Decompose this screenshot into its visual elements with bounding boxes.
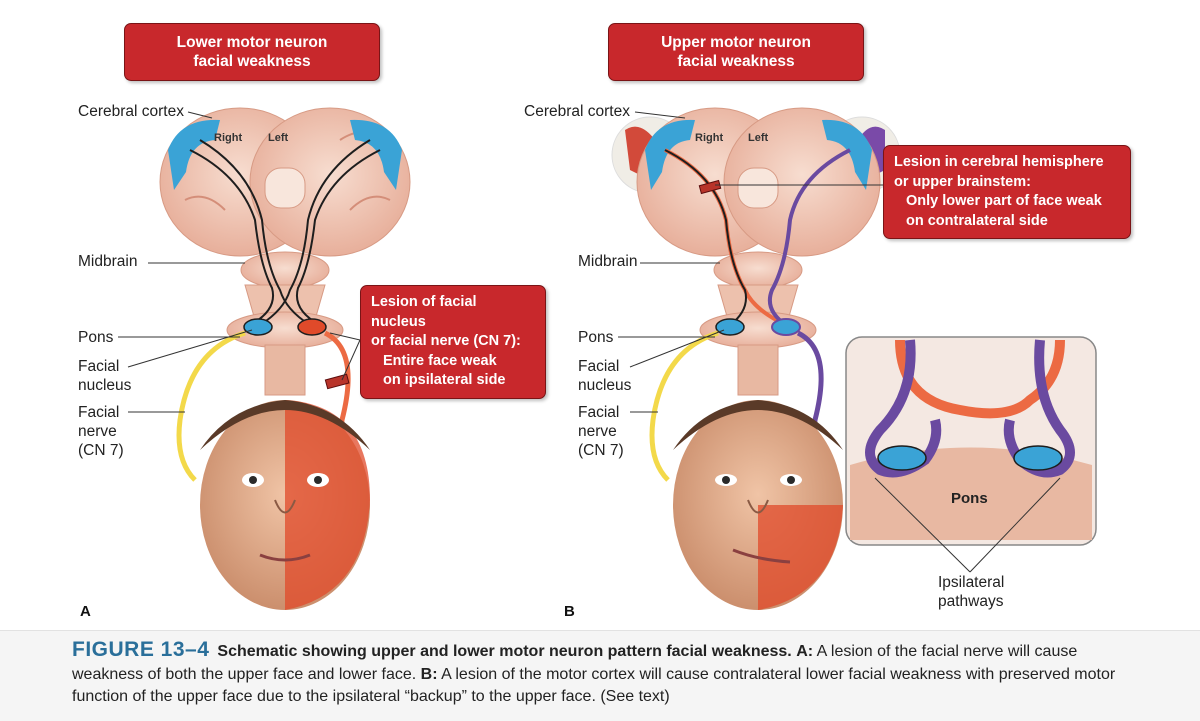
cortical-lesion-marker [698, 179, 722, 195]
pons-inset [845, 336, 1097, 546]
panel-a-letter: A [80, 603, 91, 620]
right-facial-nucleus [243, 318, 273, 336]
lesion-callout-b: Lesion in cerebral hemisphere or upper b… [883, 145, 1131, 239]
upper-motor-neuron-illustration [611, 107, 1097, 610]
ipsilateral-pathways-label: Ipsilateral pathways [938, 574, 1005, 610]
facial-nerve-label: Facial nerve (CN 7) [78, 404, 124, 459]
pons-label: Pons [578, 329, 614, 346]
midbrain-label: Midbrain [578, 253, 638, 270]
caption-a-label: A: [796, 643, 814, 660]
left-hemisphere-label: Left [748, 132, 769, 144]
inset-pons-label: Pons [951, 490, 988, 507]
right-facial-nerve [649, 330, 719, 482]
brainstem [226, 251, 344, 396]
pons-label: Pons [78, 329, 114, 346]
callout-a-line-4: on ipsilateral side [383, 372, 506, 388]
panel-b-letter: B [564, 603, 575, 620]
callout-a-line-3: Entire face weak [383, 352, 497, 369]
callout-b-line-4: on contralateral side [906, 212, 1048, 229]
panel-a-lower-motor-neuron: Lower motor neuron facial weakness Cereb… [40, 0, 600, 625]
panel-b-upper-motor-neuron: Upper motor neuron facial weakness Cereb… [524, 0, 1131, 625]
right-facial-nerve [176, 330, 246, 482]
figure-number: FIGURE 13–4 [72, 638, 210, 661]
brain-coronal-section [159, 107, 411, 257]
facial-nucleus-label: Facial nucleus [578, 358, 632, 394]
corticobulbar-pathways [664, 148, 851, 327]
callout-b-line-2: or upper brainstem: [894, 173, 1031, 190]
facial-nucleus-label: Facial nucleus [78, 358, 132, 394]
callout-a-line-2: or facial nerve (CN 7): [371, 333, 521, 349]
caption-b-text: A lesion of the motor cortex will cause … [72, 665, 1116, 706]
caption-title: Schematic showing upper and lower motor … [217, 643, 792, 660]
right-hemisphere-label: Right [695, 132, 724, 144]
left-facial-nucleus [297, 318, 327, 336]
midbrain-label: Midbrain [78, 253, 138, 270]
face-illustration [673, 400, 843, 610]
caption-b-label: B: [420, 665, 438, 683]
callout-a-line-1: Lesion of facial nucleus [371, 294, 477, 330]
lower-motor-neuron-illustration [118, 107, 411, 610]
figure-caption: FIGURE 13–4 Schematic showing upper and l… [0, 630, 1200, 721]
panel-b-title: Upper motor neuron facial weakness [608, 23, 864, 81]
left-hemisphere-label: Left [268, 132, 289, 144]
facial-nerve-label: Facial nerve (CN 7) [578, 404, 624, 459]
left-facial-nucleus [771, 318, 801, 336]
caption-a-text: A lesion of the facial nerve will cause … [72, 643, 1078, 683]
caption-text: FIGURE 13–4 Schematic showing upper and l… [72, 638, 1142, 709]
callout-b-line-1: Lesion in cerebral hemisphere [894, 154, 1104, 170]
right-facial-nucleus [715, 318, 745, 336]
panel-a-title: Lower motor neuron facial weakness [124, 23, 380, 81]
corticobulbar-tracts [189, 139, 381, 326]
cerebral-cortex-label: Cerebral cortex [524, 103, 630, 120]
lesion-callout-a: Lesion of facial nucleus or facial nerve… [360, 285, 546, 399]
callout-b-line-3: Only lower part of face weak [906, 193, 1102, 209]
right-hemisphere-label: Right [214, 132, 243, 144]
face-illustration [200, 400, 370, 610]
cerebral-cortex-label: Cerebral cortex [78, 103, 184, 120]
